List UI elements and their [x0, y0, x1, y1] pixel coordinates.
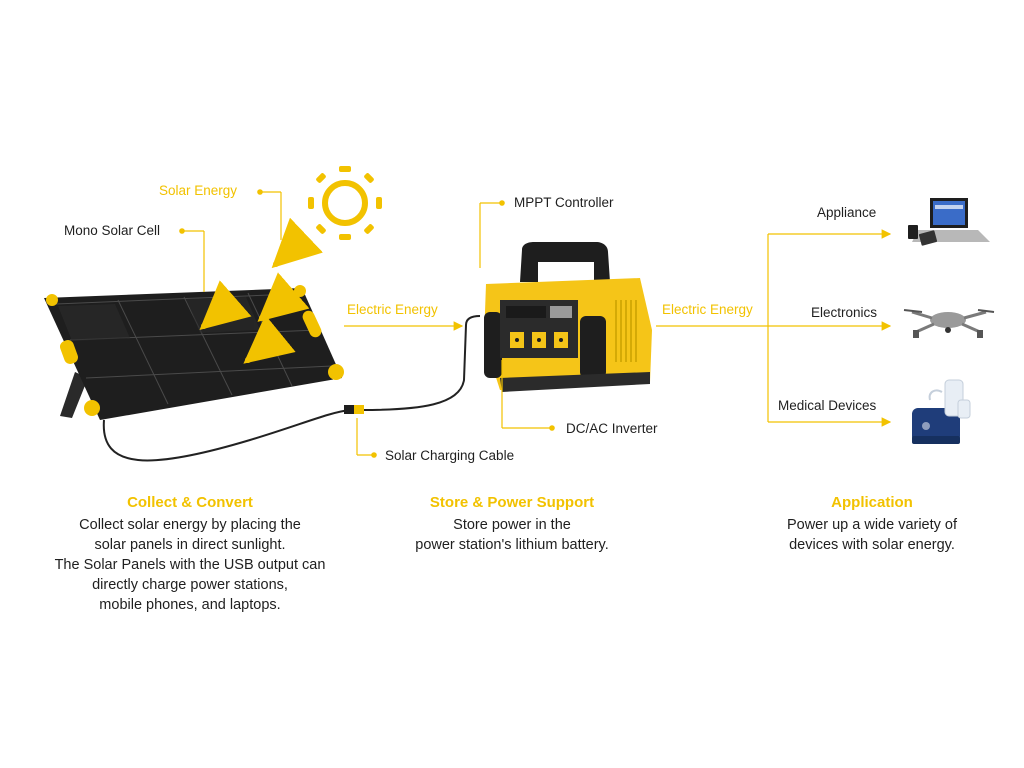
section-body-collect: Collect solar energy by placing the sola… — [54, 517, 326, 613]
callout-dots — [179, 189, 555, 458]
label-dc-ac-inverter: DC/AC Inverter — [566, 421, 658, 436]
section-title-collect: Collect & Convert — [127, 494, 253, 511]
section-store-power: Store & Power Support Store power in the… — [370, 494, 654, 555]
label-mppt-controller: MPPT Controller — [514, 195, 614, 210]
section-application: Application Power up a wide variety of d… — [742, 494, 1002, 555]
solar-charging-cable — [344, 315, 481, 414]
sun-icon — [308, 166, 382, 240]
section-collect-convert: Collect & Convert Collect solar energy b… — [20, 494, 360, 615]
label-mono-solar-cell: Mono Solar Cell — [64, 223, 160, 238]
section-title-application: Application — [831, 494, 913, 511]
label-electric-energy-left: Electric Energy — [347, 302, 438, 317]
label-solar-energy: Solar Energy — [159, 183, 237, 198]
label-solar-charging-cable: Solar Charging Cable — [385, 448, 514, 463]
label-electronics: Electronics — [811, 305, 877, 320]
connector-lines — [182, 191, 892, 456]
drone-icon — [903, 309, 995, 338]
sunlight-arrows — [199, 217, 323, 364]
laptop-icon — [908, 198, 990, 246]
label-medical-devices: Medical Devices — [778, 398, 877, 413]
solar-panel — [44, 285, 351, 462]
section-body-store: Store power in the power station's lithi… — [415, 517, 609, 553]
label-appliance: Appliance — [817, 205, 876, 220]
label-electric-energy-right: Electric Energy — [662, 302, 753, 317]
nebulizer-icon — [912, 379, 971, 444]
power-station — [484, 242, 652, 392]
section-body-application: Power up a wide variety of devices with … — [786, 517, 958, 553]
section-title-store: Store & Power Support — [429, 494, 595, 511]
